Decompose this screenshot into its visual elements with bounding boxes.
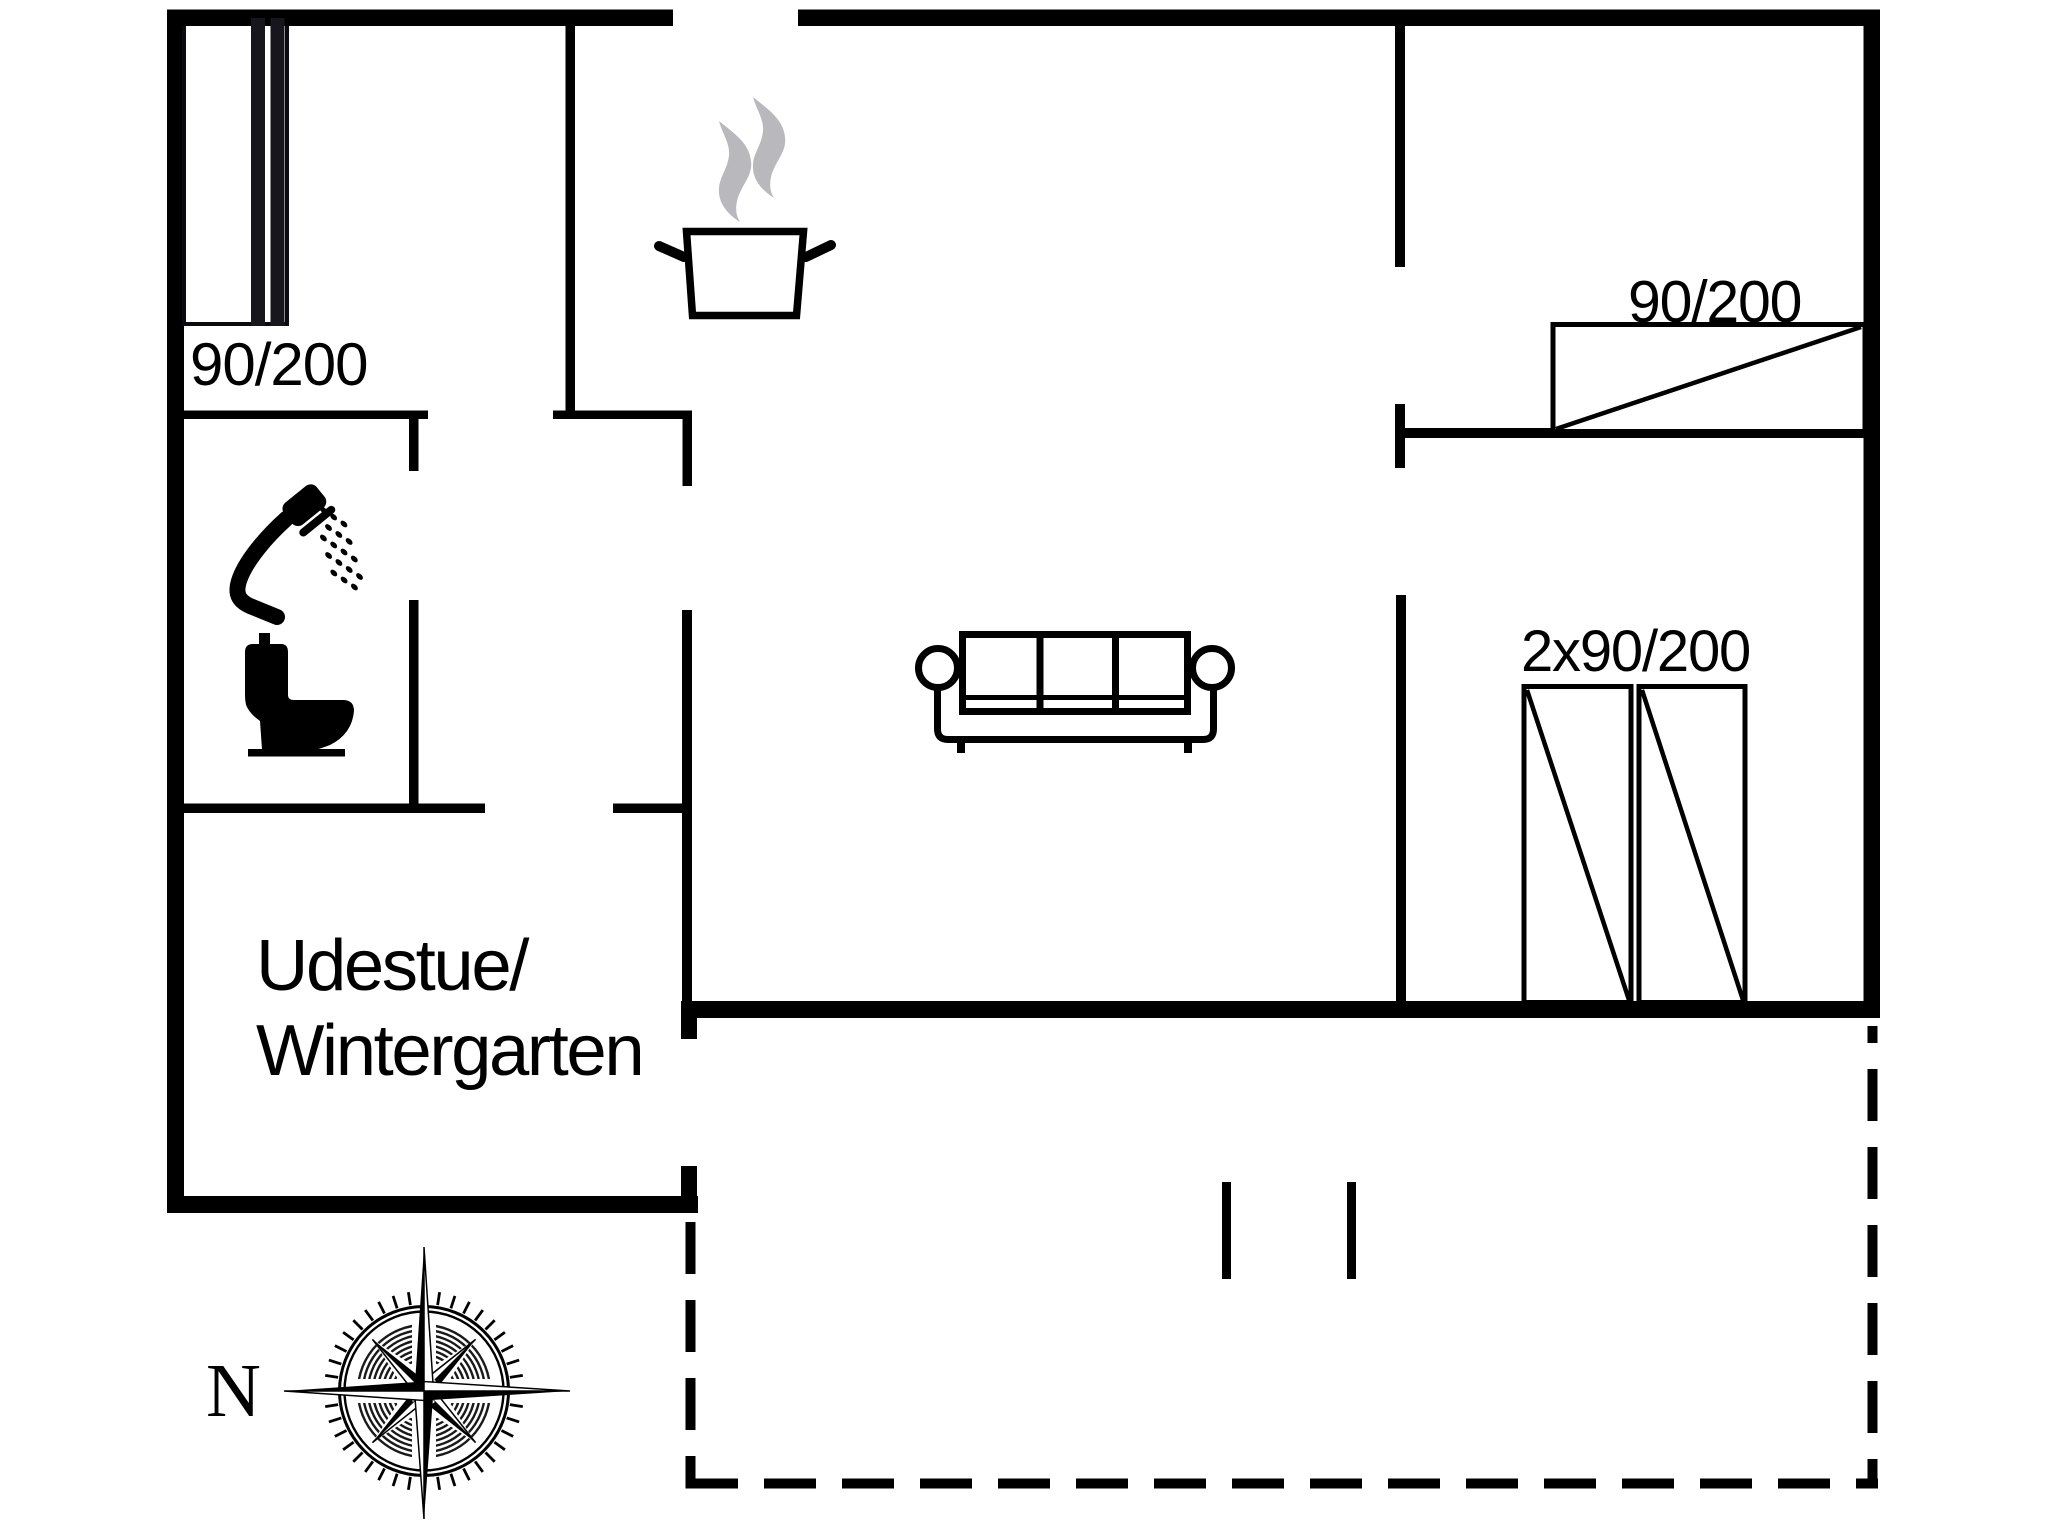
svg-text:N: N	[206, 1349, 261, 1433]
svg-text:2x90/200: 2x90/200	[1521, 619, 1750, 684]
svg-text:Wintergarten: Wintergarten	[256, 1010, 642, 1091]
svg-text:Udestue/: Udestue/	[256, 925, 530, 1006]
svg-text:90/200: 90/200	[190, 331, 368, 398]
svg-text:90/200: 90/200	[1628, 269, 1801, 335]
